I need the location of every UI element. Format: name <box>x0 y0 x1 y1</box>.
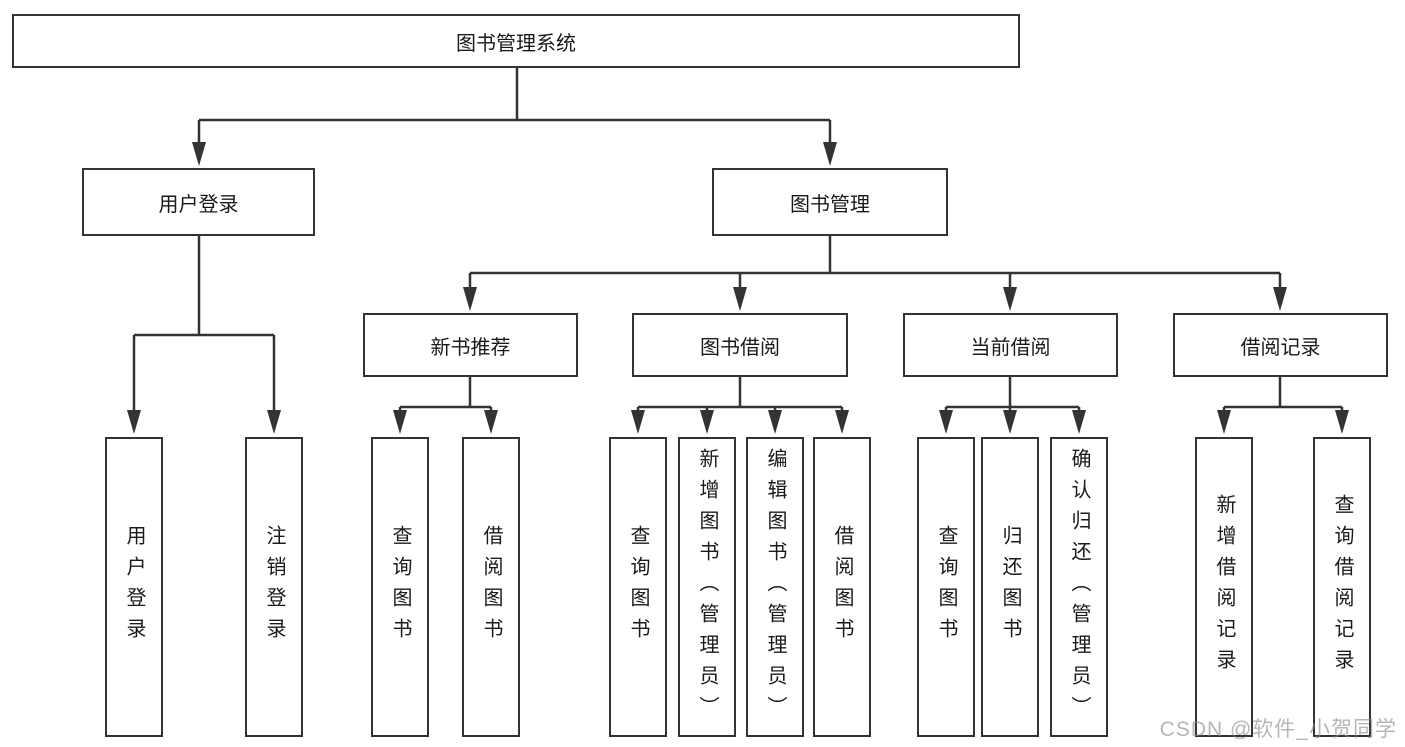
leaf-add-books-admin: 新增图书（管理员） <box>678 437 736 737</box>
leaf-confirm-return-admin: 确认归还（管理员） <box>1050 437 1108 737</box>
node-book-borrow: 图书借阅 <box>632 313 848 377</box>
csdn-watermark: CSDN @软件_小贺同学 <box>1159 718 1397 741</box>
leaf-user-login: 用户登录 <box>105 437 163 737</box>
leaf-borrow-books: 借阅图书 <box>813 437 871 737</box>
node-new-book-recommend: 新书推荐 <box>363 313 578 377</box>
leaf-return-books: 归还图书 <box>981 437 1039 737</box>
leaf-add-borrow-record: 新增借阅记录 <box>1195 437 1253 737</box>
leaf-query-books-borrow: 查询图书 <box>609 437 667 737</box>
leaf-logout: 注销登录 <box>245 437 303 737</box>
node-current-borrow: 当前借阅 <box>903 313 1118 377</box>
node-book-management-branch: 图书管理 <box>712 168 948 236</box>
leaf-borrow-books-recommend: 借阅图书 <box>462 437 520 737</box>
leaf-query-borrow-record: 查询借阅记录 <box>1313 437 1371 737</box>
leaf-query-books-current: 查询图书 <box>917 437 975 737</box>
node-root-library-system: 图书管理系统 <box>12 14 1020 68</box>
node-user-login-branch: 用户登录 <box>82 168 315 236</box>
leaf-edit-books-admin: 编辑图书（管理员） <box>746 437 804 737</box>
leaf-query-books-recommend: 查询图书 <box>371 437 429 737</box>
node-borrow-records: 借阅记录 <box>1173 313 1388 377</box>
